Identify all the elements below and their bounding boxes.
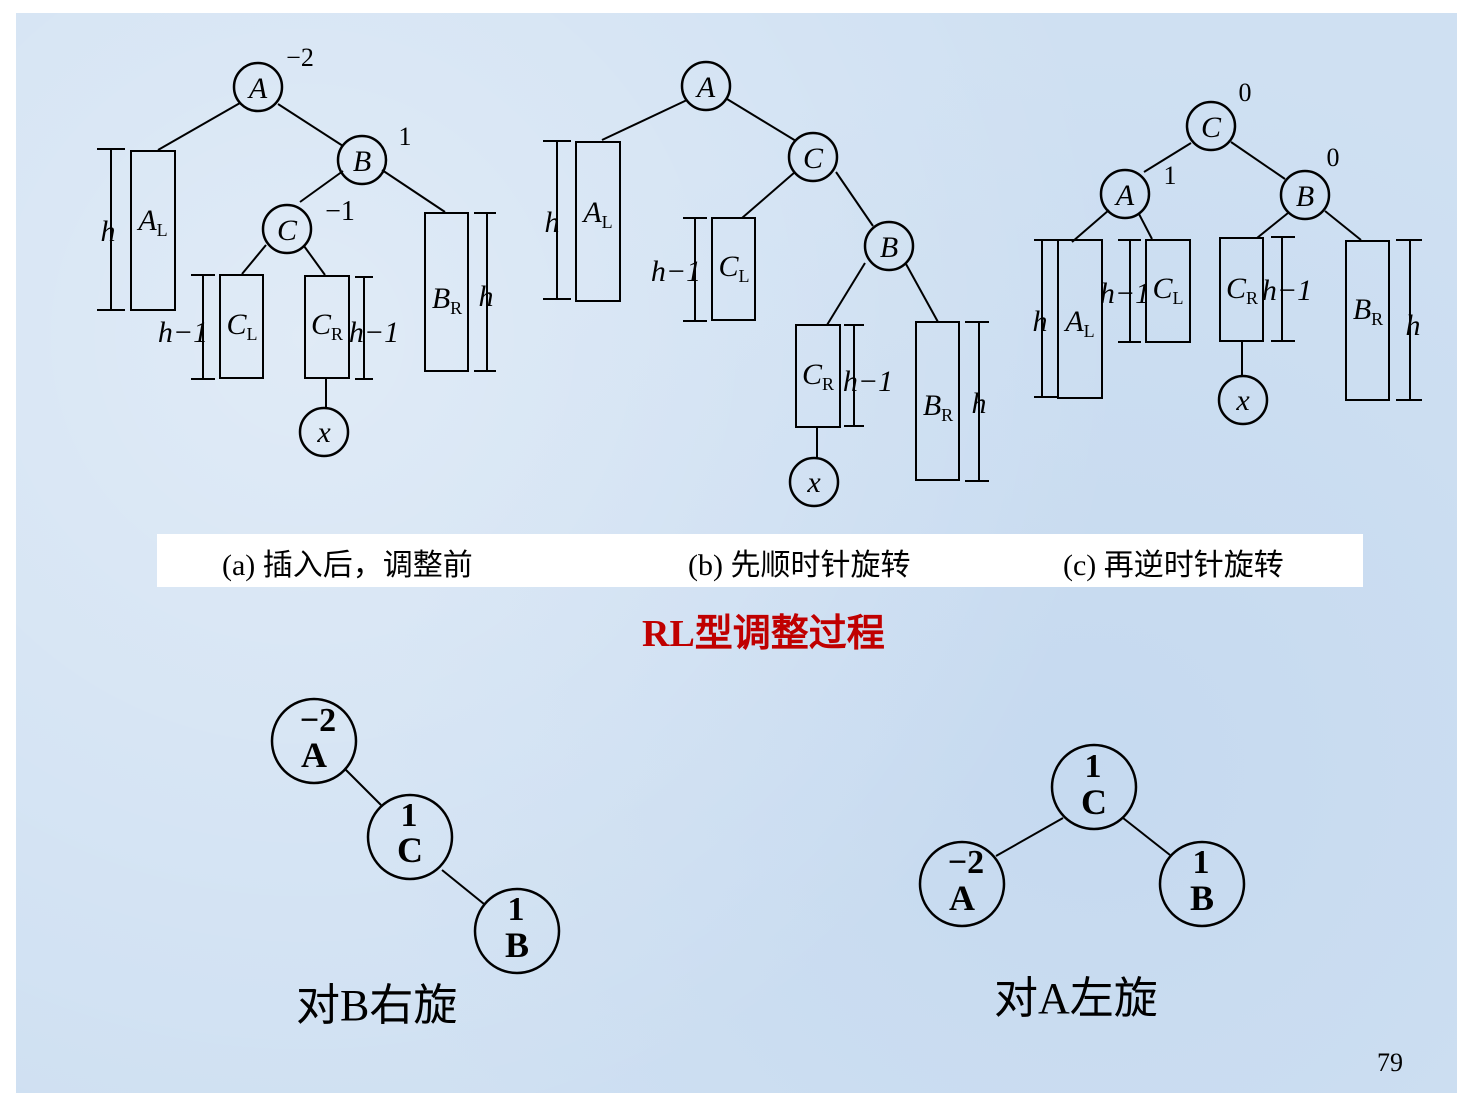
node-c-x-label: x <box>1235 384 1250 417</box>
subtree-c-AL <box>1057 239 1103 399</box>
node-b-A <box>680 60 732 112</box>
height-a-CL: h−1 <box>158 316 208 349</box>
rotate-right-label: 对B右旋 <box>296 981 458 1030</box>
subtree-c-CL-label: CL <box>1152 272 1183 308</box>
rotate-right-diagram: −2 A 1 C 1 B <box>270 697 561 975</box>
subtree-b-AL-label: AL <box>581 196 612 232</box>
subtree-a-CR <box>304 275 350 379</box>
subtree-b-BR-label: BR <box>923 389 953 425</box>
rl-bf-A: −2 <box>948 844 984 881</box>
node-b-B-label: B <box>880 231 898 264</box>
height-a-CR: h−1 <box>349 316 399 349</box>
subtree-c-AL-label: AL <box>1063 305 1094 341</box>
caption-a: (a) 插入后，调整前 <box>222 549 473 582</box>
caption-band <box>157 534 1363 587</box>
tree-a: A −2 B 1 C −1 x AL h CL h−1 CR h−1 BR h <box>97 43 496 458</box>
node-a-C <box>261 203 313 255</box>
node-a-A-label: A <box>247 72 268 105</box>
subtree-a-BR-label: BR <box>432 282 462 318</box>
rr-node-C <box>366 793 454 881</box>
bf-a-C: −1 <box>325 196 355 227</box>
height-b-CR: h−1 <box>843 365 893 398</box>
node-c-A-label: A <box>1114 179 1135 212</box>
node-b-x-label: x <box>806 466 821 499</box>
bf-c-B: 0 <box>1327 143 1340 172</box>
subtree-c-CR-label: CR <box>1226 272 1258 308</box>
tree-c: C 0 A 1 B 0 x AL h CL h−1 CR h−1 BR h <box>1033 78 1422 426</box>
subtree-b-AL <box>575 141 621 302</box>
rotate-left-diagram: 1 C −2 A 1 B <box>918 743 1246 928</box>
subtree-b-BR <box>915 321 960 481</box>
rl-node-A <box>918 840 1006 928</box>
rr-bf-B: 1 <box>508 891 525 928</box>
subtree-c-CL <box>1145 239 1191 343</box>
rl-label-B: B <box>1190 878 1214 918</box>
node-b-x <box>788 456 840 508</box>
subtree-b-CL-label: CL <box>718 250 749 286</box>
rotate-left-label: 对A左旋 <box>994 974 1158 1023</box>
height-a-BR: h <box>479 280 494 313</box>
node-c-x <box>1217 374 1269 426</box>
rl-bf-B: 1 <box>1193 844 1210 881</box>
rl-bf-C: 1 <box>1085 748 1102 785</box>
node-a-B <box>336 134 388 186</box>
height-a-AL: h <box>101 215 116 248</box>
bf-a-A: −2 <box>286 43 314 72</box>
rr-bf-A: −2 <box>300 702 336 739</box>
subtree-b-CR-label: CR <box>802 358 834 394</box>
rl-label-A: A <box>949 878 975 918</box>
height-c-AL: h <box>1033 305 1048 338</box>
diagram-title: RL型调整过程 <box>642 613 885 655</box>
subtree-b-CR <box>795 324 841 428</box>
bf-c-C: 0 <box>1239 78 1252 107</box>
page-number: 79 <box>1377 1048 1403 1077</box>
caption-c: (c) 再逆时针旋转 <box>1063 549 1284 582</box>
subtree-a-AL-label: AL <box>136 204 167 240</box>
node-b-C <box>787 131 839 183</box>
node-a-x-label: x <box>316 416 331 449</box>
rr-label-A: A <box>301 735 327 775</box>
node-c-B <box>1279 169 1331 221</box>
node-c-B-label: B <box>1296 180 1314 213</box>
subtree-b-CL <box>711 217 756 321</box>
node-a-A <box>232 61 284 113</box>
subtree-a-CR-label: CR <box>311 308 343 344</box>
subtree-a-CL <box>219 274 264 379</box>
subtree-a-BR <box>424 212 469 372</box>
node-a-B-label: B <box>353 145 371 178</box>
node-b-B <box>863 220 915 272</box>
caption-b: (b) 先顺时针旋转 <box>688 549 911 582</box>
subtree-c-BR <box>1345 240 1390 401</box>
node-c-A <box>1099 168 1151 220</box>
subtree-c-BR-label: BR <box>1353 293 1383 329</box>
rr-node-B <box>473 887 561 975</box>
node-c-C-label: C <box>1201 111 1222 144</box>
node-b-C-label: C <box>803 142 824 175</box>
height-c-BR: h <box>1406 309 1421 342</box>
bf-a-B: 1 <box>399 122 412 151</box>
subtree-a-CL-label: CL <box>226 308 257 344</box>
height-b-CL: h−1 <box>651 255 701 288</box>
subtree-c-CR <box>1219 237 1264 342</box>
subtree-a-AL <box>130 150 176 311</box>
rl-node-B <box>1158 840 1246 928</box>
height-b-AL: h <box>545 206 560 239</box>
rr-label-C: C <box>397 830 423 870</box>
rr-node-A <box>270 697 358 785</box>
tree-b: A C B x AL h CL h−1 CR h−1 BR h <box>543 60 989 508</box>
height-c-CR: h−1 <box>1262 274 1312 307</box>
bf-c-A: 1 <box>1164 161 1177 190</box>
height-c-CL: h−1 <box>1100 277 1150 310</box>
rr-label-B: B <box>505 925 529 965</box>
height-b-BR: h <box>972 387 987 420</box>
node-c-C <box>1185 100 1237 152</box>
node-a-x <box>298 406 350 458</box>
rl-label-C: C <box>1081 782 1107 822</box>
node-a-C-label: C <box>277 214 298 247</box>
rl-node-C <box>1050 743 1138 831</box>
node-b-A-label: A <box>695 71 716 104</box>
rr-bf-C: 1 <box>401 797 418 834</box>
